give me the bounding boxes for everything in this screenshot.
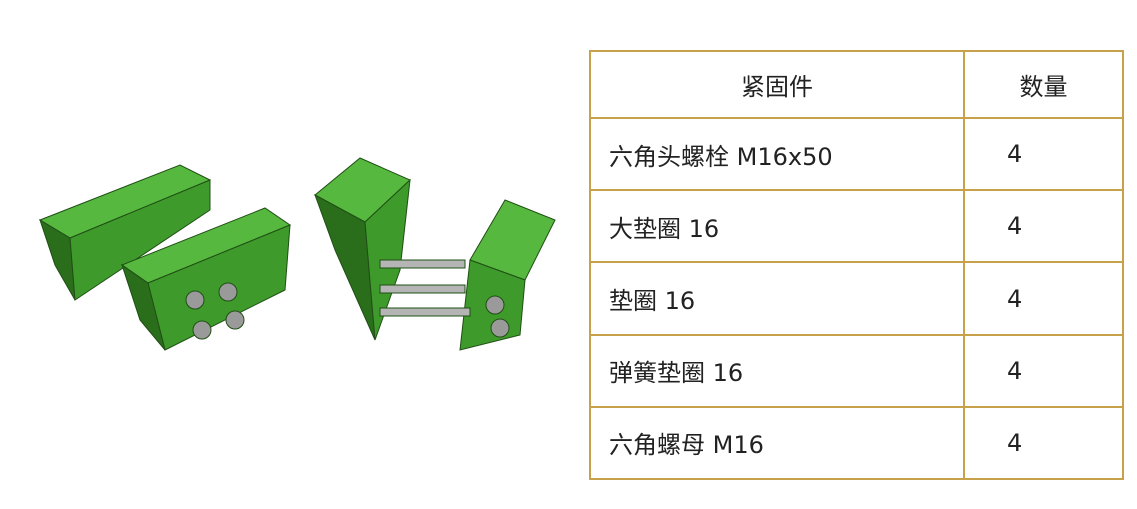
table-row: 六角头螺栓 M16x50 4 bbox=[589, 117, 1124, 192]
table-row: 弹簧垫圈 16 4 bbox=[589, 333, 1124, 408]
fastener-name: 六角头螺栓 M16x50 bbox=[589, 117, 965, 192]
fastener-quantity: 4 bbox=[963, 261, 1124, 336]
table-row: 大垫圈 16 4 bbox=[589, 189, 1124, 264]
fastener-name: 大垫圈 16 bbox=[589, 189, 965, 264]
fastener-name: 弹簧垫圈 16 bbox=[589, 333, 965, 408]
assembled-bracket bbox=[38, 164, 292, 351]
table-row: 垫圈 16 4 bbox=[589, 261, 1124, 336]
header-quantity: 数量 bbox=[963, 49, 1124, 120]
fastener-name: 六角螺母 M16 bbox=[589, 405, 965, 481]
exploded-bracket bbox=[314, 157, 556, 351]
header-fastener: 紧固件 bbox=[589, 49, 965, 120]
fastener-quantity: 4 bbox=[963, 117, 1124, 192]
fastener-quantity: 4 bbox=[963, 405, 1124, 481]
fastener-quantity: 4 bbox=[963, 189, 1124, 264]
fastener-quantity: 4 bbox=[963, 333, 1124, 408]
fastener-table: 紧固件 数量 六角头螺栓 M16x50 4 大垫圈 16 4 垫圈 16 4 弹… bbox=[589, 49, 1124, 481]
table-row: 六角螺母 M16 4 bbox=[589, 405, 1124, 481]
bracket-assembly-illustration bbox=[38, 157, 556, 351]
fastener-name: 垫圈 16 bbox=[589, 261, 965, 336]
table-header-row: 紧固件 数量 bbox=[589, 49, 1124, 120]
